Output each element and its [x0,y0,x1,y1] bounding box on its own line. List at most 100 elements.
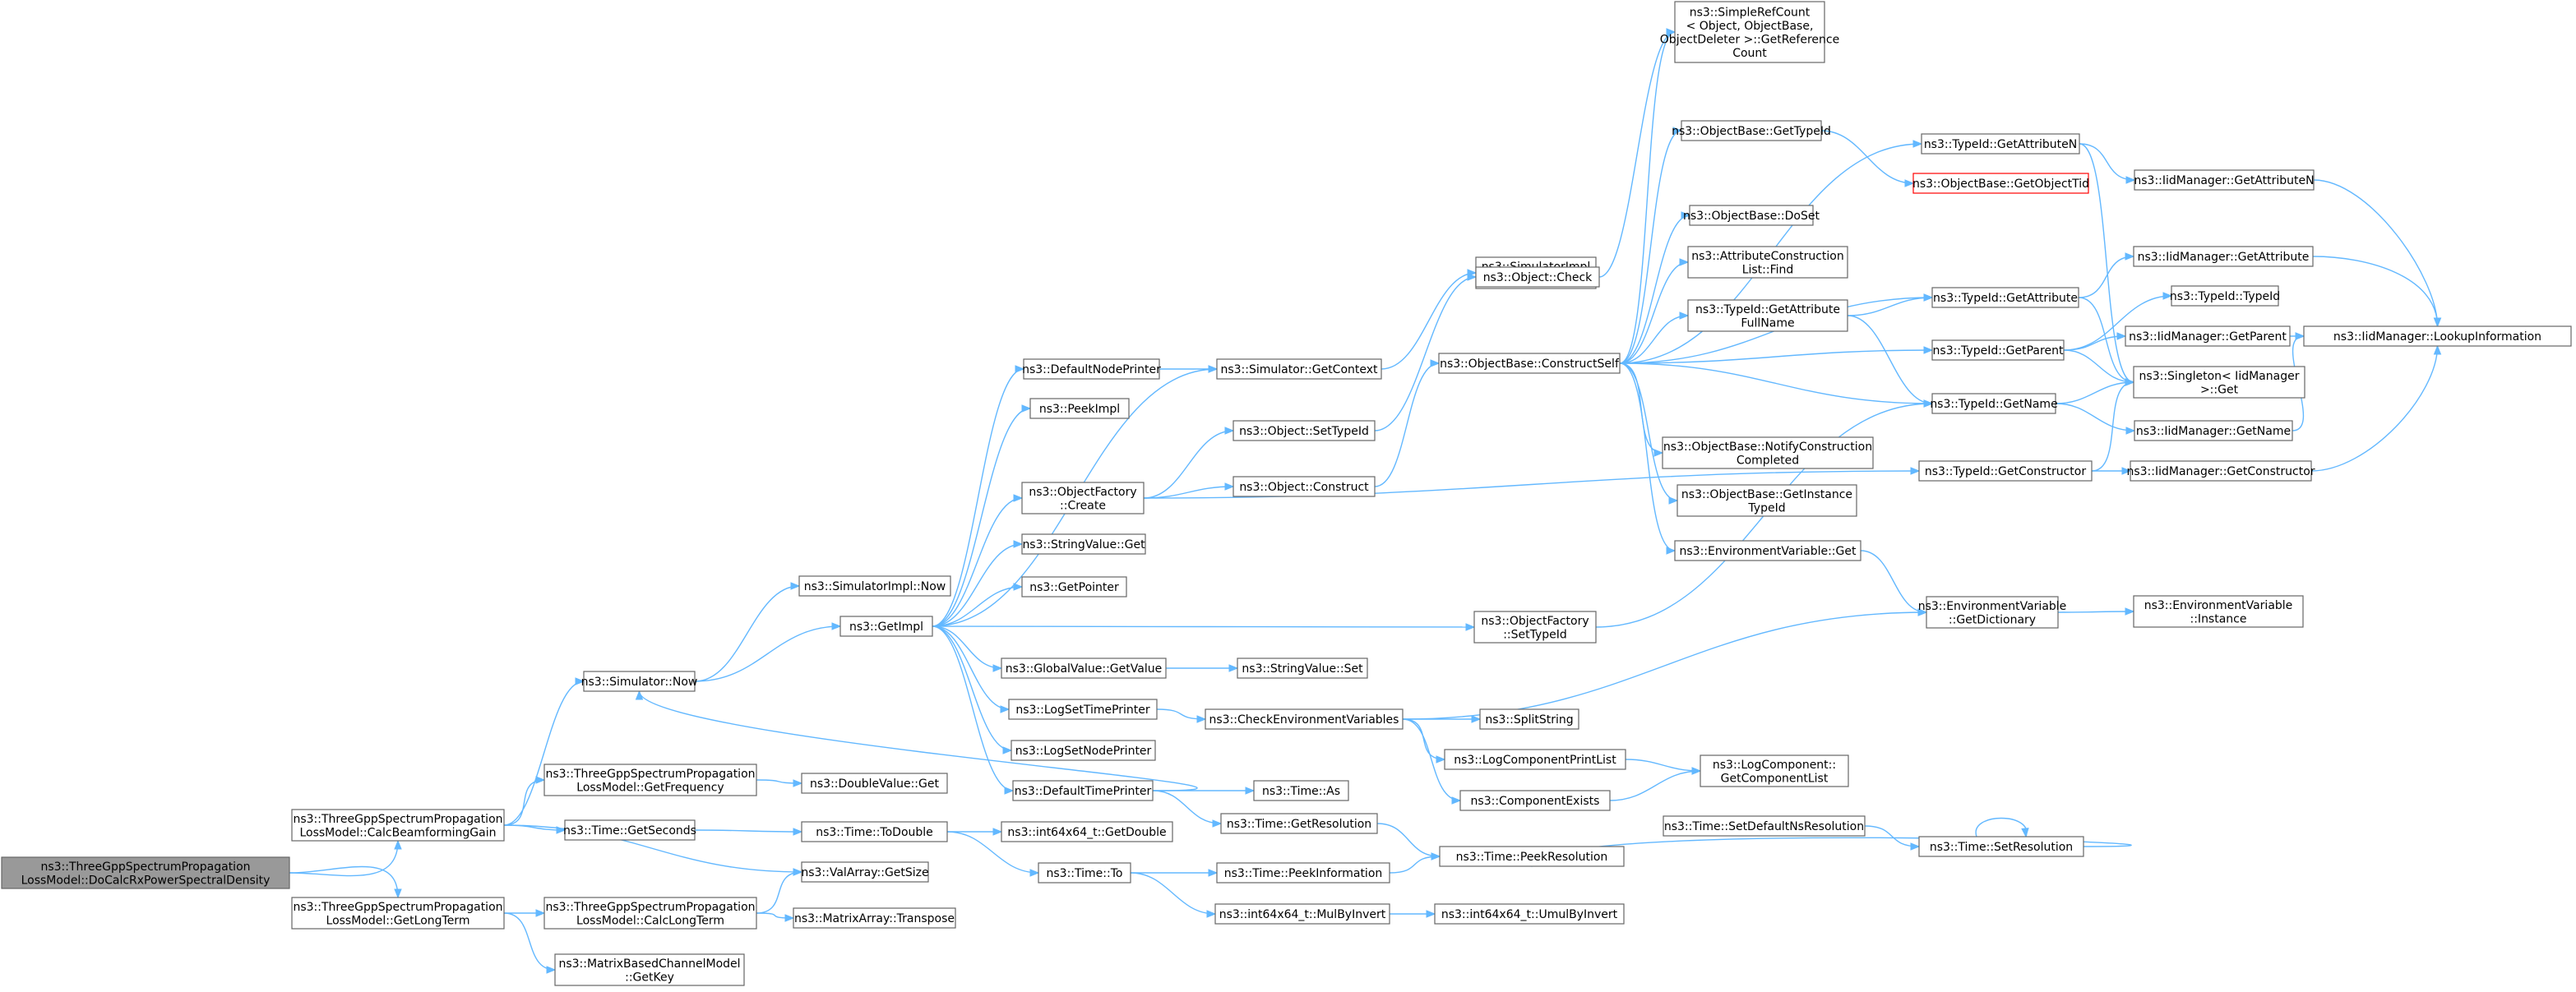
node-logSetTime[interactable]: ns3::LogSetTimePrinter [1008,699,1158,720]
node-iidGetParent[interactable]: ns3::IidManager::GetParent [2125,325,2291,347]
node-iidGetName[interactable]: ns3::IidManager::GetName [2134,420,2293,441]
node-obNotify[interactable]: ns3::ObjectBase::NotifyConstructionCompl… [1662,436,1874,469]
call-edge [932,625,1013,754]
node-transpose[interactable]: ns3::MatrixArray::Transpose [793,907,956,929]
node-ofSetTypeId[interactable]: ns3::ObjectFactory::SetTypeId [1473,611,1597,644]
node-setDefNsRes[interactable]: ns3::Time::SetDefaultNsResolution [1663,815,1866,837]
node-label: ::SetTypeId [1503,628,1567,641]
call-edge [1374,273,1478,431]
node-objConstruct[interactable]: ns3::Object::Construct [1233,476,1376,497]
call-edge [932,623,1476,631]
node-calcLong[interactable]: ns3::ThreeGppSpectrumPropagationLossMode… [543,897,757,930]
node-label: ns3::GlobalValue::GetValue [1006,662,1162,676]
call-edge [1975,817,2029,838]
node-ofCreate[interactable]: ns3::ObjectFactory::Create [1021,482,1145,514]
node-label: ns3::PeekImpl [1039,403,1120,416]
node-timeTo[interactable]: ns3::Time::To [1038,862,1131,884]
node-peekRes[interactable]: ns3::Time::PeekResolution [1439,846,1625,867]
call-edge [1159,365,1219,373]
node-label: ns3::TypeId::GetAttribute [1933,292,2078,305]
node-strSet[interactable]: ns3::StringValue::Set [1237,657,1368,679]
node-simNow[interactable]: ns3::Simulator::Now [581,671,698,692]
node-objCheck[interactable]: ns3::Object::Check [1475,266,1600,288]
node-compExists[interactable]: ns3::ComponentExists [1459,790,1611,811]
node-iidLookup[interactable]: ns3::IidManager::LookupInformation [2303,325,2572,347]
node-envGet[interactable]: ns3::EnvironmentVariable::Get [1674,540,1861,561]
node-checkEnv[interactable]: ns3::CheckEnvironmentVariables [1205,708,1404,730]
node-obGetObjectTid[interactable]: ns3::ObjectBase::GetObjectTid [1912,173,2089,194]
node-peekImpl[interactable]: ns3::PeekImpl [1029,398,1130,419]
node-envGetDict[interactable]: ns3::EnvironmentVariable::GetDictionary [1918,596,2067,629]
node-label: ns3::SplitString [1485,713,1573,727]
node-uMulByInv[interactable]: ns3::int64x64_t::UmulByInvert [1434,903,1625,925]
call-edge [756,912,795,922]
node-objSetTypeId[interactable]: ns3::Object::SetTypeId [1233,420,1376,441]
node-tidGetCtor[interactable]: ns3::TypeId::GetConstructor [1918,460,2093,482]
node-tidGetName[interactable]: ns3::TypeId::GetName [1930,393,2058,414]
node-logSetNode[interactable]: ns3::LogSetNodePrinter [1011,740,1156,761]
node-label: Count [1732,47,1767,60]
call-edge [2063,332,2127,351]
node-label: ns3::IidManager::GetName [2136,425,2291,438]
node-label: ns3::StringValue::Get [1022,538,1145,551]
node-logCompGetList[interactable]: ns3::LogComponent::GetComponentList [1700,754,1849,787]
node-peekInfo[interactable]: ns3::Time::PeekInformation [1216,862,1390,884]
node-iidGetAttrN[interactable]: ns3::IidManager::GetAttributeN [2134,169,2315,191]
node-valGetSize[interactable]: ns3::ValArray::GetSize [801,861,929,883]
node-label: ns3::Time::To [1047,867,1123,880]
node-label: LossModel::CalcLongTerm [576,914,724,927]
node-defTimePrinter[interactable]: ns3::DefaultTimePrinter [1012,780,1154,801]
node-tidGetAttrN[interactable]: ns3::TypeId::GetAttributeN [1921,133,2080,155]
node-getLong[interactable]: ns3::ThreeGppSpectrumPropagationLossMode… [291,897,505,930]
node-timeAs[interactable]: ns3::Time::As [1253,780,1349,801]
node-label: ns3::IidManager::GetConstructor [2126,465,2315,478]
node-obGetTypeId[interactable]: ns3::ObjectBase::GetTypeId [1672,120,1831,141]
node-simImplNow[interactable]: ns3::SimulatorImpl::Now [798,575,951,597]
node-logCompPrint[interactable]: ns3::LogComponentPrintList [1444,749,1626,770]
node-simGetContext[interactable]: ns3::Simulator::GetContext [1216,358,1382,380]
call-edge [1374,359,1441,487]
node-label: ns3::Simulator::Now [581,676,698,689]
node-tidTypeId[interactable]: ns3::TypeId::TypeId [2170,285,2280,307]
node-label: ns3::ObjectBase::ConstructSelf [1440,358,1620,371]
node-getPointer[interactable]: ns3::GetPointer [1021,576,1127,598]
node-iidGetCtor[interactable]: ns3::IidManager::GetConstructor [2126,460,2315,482]
node-root[interactable]: ns3::ThreeGppSpectrumPropagationLossMode… [1,856,290,889]
node-defNodePrinter[interactable]: ns3::DefaultNodePrinter [1022,358,1161,380]
node-doubleGet[interactable]: ns3::DoubleValue::Get [801,773,948,794]
node-gvGetValue[interactable]: ns3::GlobalValue::GetValue [1001,657,1167,679]
node-label: ns3::ValArray::GetSize [801,866,928,879]
node-label: LossModel::GetLongTerm [326,914,470,927]
node-getKey[interactable]: ns3::MatrixBasedChannelModel::GetKey [554,953,745,986]
node-singletonGet[interactable]: ns3::Singleton< IidManager>::Get [2133,366,2305,399]
node-timeGetRes[interactable]: ns3::Time::GetResolution [1220,813,1378,834]
node-getSeconds[interactable]: ns3::Time::GetSeconds [563,819,696,841]
node-calcBf[interactable]: ns3::ThreeGppSpectrumPropagationLossMode… [291,809,505,842]
node-label: ::Instance [2190,612,2247,625]
node-toDouble[interactable]: ns3::Time::ToDouble [801,821,948,842]
call-edge [1619,362,1676,555]
node-setRes[interactable]: ns3::Time::SetResolution [1918,836,2084,857]
node-tidGetAttr[interactable]: ns3::TypeId::GetAttribute [1931,287,2079,308]
node-splitString[interactable]: ns3::SplitString [1479,708,1579,730]
node-getImpl[interactable]: ns3::GetImpl [839,616,933,637]
node-tidGetParent[interactable]: ns3::TypeId::GetParent [1931,339,2065,361]
node-iidGetAttr[interactable]: ns3::IidManager::GetAttribute [2133,246,2314,267]
node-mulByInv[interactable]: ns3::int64x64_t::MulByInvert [1214,903,1390,925]
node-label: ns3::GetImpl [849,621,923,634]
node-label: ns3::Time::GetResolution [1227,818,1371,831]
node-i64GetDouble[interactable]: ns3::int64x64_t::GetDouble [1001,821,1173,842]
node-getFreq[interactable]: ns3::ThreeGppSpectrumPropagationLossMode… [543,764,757,796]
node-obConstructSelf[interactable]: ns3::ObjectBase::ConstructSelf [1438,353,1621,374]
node-envInstance[interactable]: ns3::EnvironmentVariable::Instance [2133,595,2304,628]
node-strGet[interactable]: ns3::StringValue::Get [1021,533,1146,555]
call-edge [1153,787,1256,795]
call-edge [2055,403,2136,435]
node-simpleRef[interactable]: ns3::SimpleRefCount< Object, ObjectBase,… [1660,1,1839,63]
node-label: ns3::MatrixArray::Transpose [794,912,955,925]
node-obDoSet[interactable]: ns3::ObjectBase::DoSet [1683,205,1820,226]
call-edge [932,365,1025,627]
